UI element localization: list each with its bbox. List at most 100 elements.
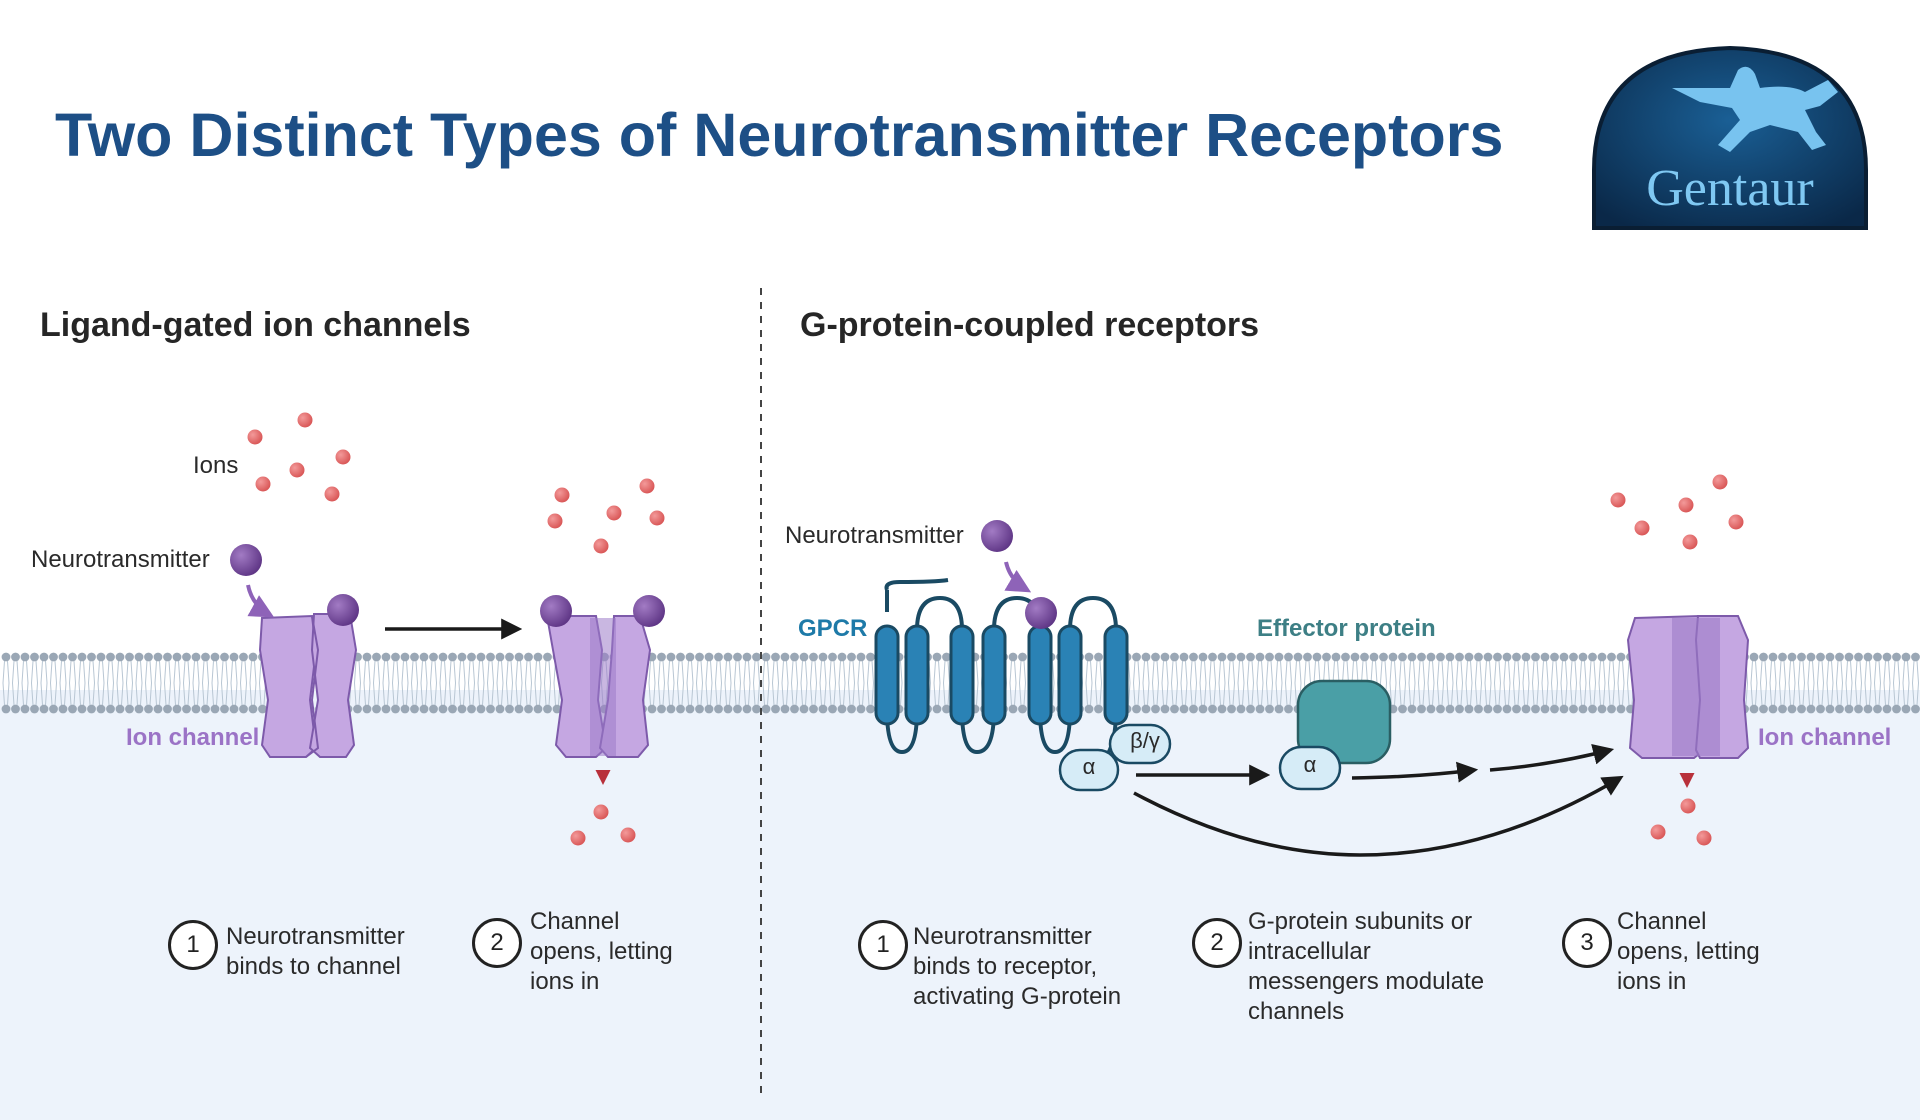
lipid-head: [866, 704, 875, 714]
lipid-head: [1835, 652, 1844, 662]
lipid-tail: [667, 660, 675, 706]
ion-particle: [297, 412, 313, 428]
lipid-head: [1464, 652, 1474, 662]
lipid-head: [1797, 652, 1806, 662]
lipid-head: [1208, 704, 1217, 714]
neurotransmitter-bound-a: [540, 595, 572, 627]
lipid-head: [1436, 652, 1445, 662]
lipid-head: [714, 652, 723, 662]
ion-particle: [335, 449, 351, 465]
lipid-head: [134, 652, 144, 662]
lipid-head: [1882, 704, 1892, 714]
lipid-head: [1863, 652, 1873, 662]
lipid-tail: [1551, 660, 1558, 706]
lipid-tail: [1228, 660, 1235, 706]
lipid-tail: [1142, 660, 1150, 706]
lipid-tail: [819, 660, 827, 706]
lipid-head: [1854, 704, 1863, 714]
lipid-head: [476, 704, 486, 714]
lipid-head: [818, 652, 828, 662]
lipid-tail: [183, 660, 190, 706]
lipid-tail: [1294, 660, 1302, 706]
lipid-head: [1350, 652, 1360, 662]
lipid-head: [1312, 652, 1322, 662]
lipid-head: [258, 704, 267, 714]
lipid-head: [1284, 704, 1293, 714]
lipid-head: [486, 704, 495, 714]
ion-channel-closed: [258, 613, 358, 758]
lipid-tail: [401, 660, 409, 706]
lipid-head: [1455, 704, 1464, 714]
lipid-tail: [734, 660, 741, 706]
lipid-tail: [173, 660, 181, 706]
lipid-head: [1369, 652, 1379, 662]
lipid-head: [1303, 652, 1312, 662]
lipid-head: [115, 652, 125, 662]
lipid-head: [1417, 652, 1426, 662]
lipid-head: [1455, 652, 1464, 662]
lipid-head: [1901, 652, 1911, 662]
lipid-head: [1018, 704, 1027, 714]
lipid-head: [362, 652, 372, 662]
lipid-tail: [354, 660, 361, 706]
lipid-tail: [164, 660, 171, 706]
lipid-tail: [1494, 660, 1501, 706]
lipid-head: [647, 704, 657, 714]
lipid-tail: [411, 660, 418, 706]
lipid-tail: [715, 660, 722, 706]
lipid-head: [1607, 652, 1616, 662]
arrow-direct-to-channel: [1133, 775, 1624, 857]
lipid-head: [1274, 652, 1284, 662]
lipid-tail: [1779, 660, 1786, 706]
label-gpcr: GPCR: [798, 615, 868, 642]
lipid-tail: [1760, 660, 1767, 706]
lipid-head: [505, 704, 514, 714]
lipid-head: [1901, 704, 1911, 714]
page-title: Two Distinct Types of Neurotransmitter R…: [55, 101, 1504, 169]
ion-particle: [255, 476, 271, 492]
gentaur-logo: Gentaur: [1590, 40, 1870, 230]
lipid-tail: [1817, 660, 1824, 706]
lipid-tail: [943, 660, 950, 706]
lipid-head: [410, 704, 419, 714]
lipid-tail: [696, 660, 703, 706]
lipid-tail: [1209, 660, 1216, 706]
lipid-head: [106, 652, 115, 662]
lipid-tail: [1437, 660, 1444, 706]
lipid-head: [657, 704, 666, 714]
lipid-tail: [1893, 660, 1900, 706]
lipid-head: [1132, 704, 1141, 714]
lipid-head: [780, 704, 790, 714]
label-neurotransmitter-left: Neurotransmitter: [31, 546, 210, 573]
lipid-head: [1, 652, 11, 662]
lipid-head: [752, 704, 761, 714]
lipid-head: [229, 652, 239, 662]
lipid-head: [1360, 652, 1369, 662]
lipid-tail: [1589, 660, 1596, 706]
lipid-head: [486, 652, 495, 662]
lipid-head: [1426, 652, 1436, 662]
binding-arrow-right: [1004, 561, 1032, 593]
ion-particle: [1728, 514, 1744, 530]
lipid-head: [666, 652, 676, 662]
lipid-tail: [1152, 660, 1159, 706]
lipid-head: [723, 652, 733, 662]
lipid-tail: [477, 660, 485, 706]
lipid-head: [1417, 704, 1426, 714]
lipid-tail: [1874, 660, 1881, 706]
ion-channel-right: [1626, 614, 1750, 759]
lipid-head: [1008, 704, 1018, 714]
lipid-head: [96, 652, 106, 662]
lipid-tail: [1171, 660, 1178, 706]
lipid-tail: [1427, 660, 1435, 706]
lipid-head: [153, 652, 163, 662]
lipid-tail: [1351, 660, 1359, 706]
arrow-messenger-to-channel: [1489, 744, 1615, 772]
lipid-head: [1911, 704, 1920, 714]
lipid-head: [1559, 652, 1569, 662]
lipid-head: [87, 652, 96, 662]
lipid-head: [58, 704, 68, 714]
lipid-head: [153, 704, 163, 714]
lipid-head: [818, 704, 828, 714]
lipid-head: [49, 704, 58, 714]
